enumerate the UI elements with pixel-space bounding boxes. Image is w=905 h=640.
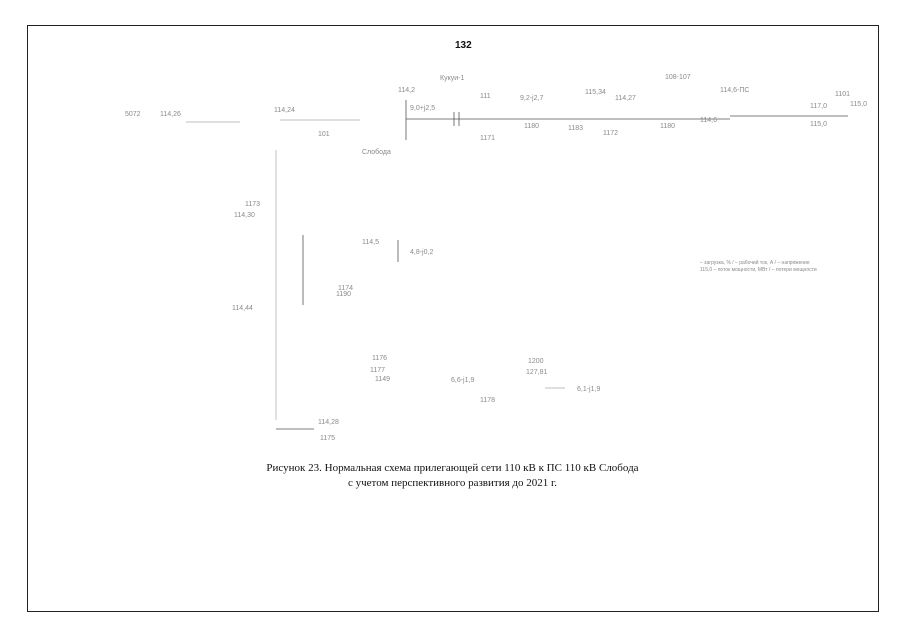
page-number: 132 [455,40,472,51]
label-11428: 114,28 [318,419,339,426]
label-1145: 114,5 [362,239,379,246]
label-1150-b: 115,0 [810,121,827,128]
label-1200: 1200 [528,358,544,365]
label-1176: 1176 [372,355,387,362]
label-1146: 114,6 [700,117,717,124]
label-11427: 114,27 [615,95,636,102]
label-flow-2: 9,2-j2,7 [520,95,543,102]
label-1178: 1178 [480,397,495,404]
label-1174: 1174 [338,285,353,292]
label-flow-5: 6,6-j1,9 [451,377,474,384]
label-1175: 1175 [320,435,335,442]
label-sloboda: Слобода [362,148,391,156]
label-1170: 117,0 [810,103,827,110]
label-12781: 127,81 [526,369,548,376]
caption-line-2: с учетом перспективного развития до 2021… [347,477,558,489]
label-1146-ps: 114,6-ПС [720,87,749,94]
label-1183: 1183 [568,125,583,132]
label-1180-a: 1180 [524,123,539,130]
label-111: 111 [480,93,491,100]
label-1101: 1101 [835,91,850,98]
label-1150: 115,0 [850,101,867,108]
label-1172: 1172 [603,130,618,137]
label-101: 101 [318,131,330,138]
label-11426: 114,26 [160,111,181,118]
label-flow-1: 9,0+j2,5 [410,105,435,112]
label-108-107: 108-107 [665,74,691,81]
label-1190: 1190 [336,291,351,298]
caption-line-1: Рисунок 23. Нормальная схема прилегающей… [266,462,639,474]
legend-line-2: 115,0 – поток мощности, МВт / – потери м… [700,267,817,273]
label-1173: 1173 [245,201,260,208]
label-1177: 1177 [370,367,385,374]
page-frame [27,25,879,612]
label-11430: 114,30 [234,212,255,219]
legend-line-1: – загрузка, % / – рабочий ток, А / – нап… [700,259,810,266]
figure-caption: Рисунок 23. Нормальная схема прилегающей… [0,461,905,491]
label-kukui: Кукуи-1 [440,75,464,82]
label-1142: 114,2 [398,87,415,94]
label-flow-4: 6,1-j1,9 [577,386,600,393]
label-1149: 1149 [375,376,390,383]
label-11444: 114,44 [232,305,253,312]
label-11424: 114,24 [274,107,295,114]
label-5072: 5072 [125,111,141,118]
label-1180-b: 1180 [660,123,675,130]
label-11534: 115,34 [585,89,606,96]
label-1171: 1171 [480,135,495,142]
label-flow-3: 4,8-j0,2 [410,249,433,256]
